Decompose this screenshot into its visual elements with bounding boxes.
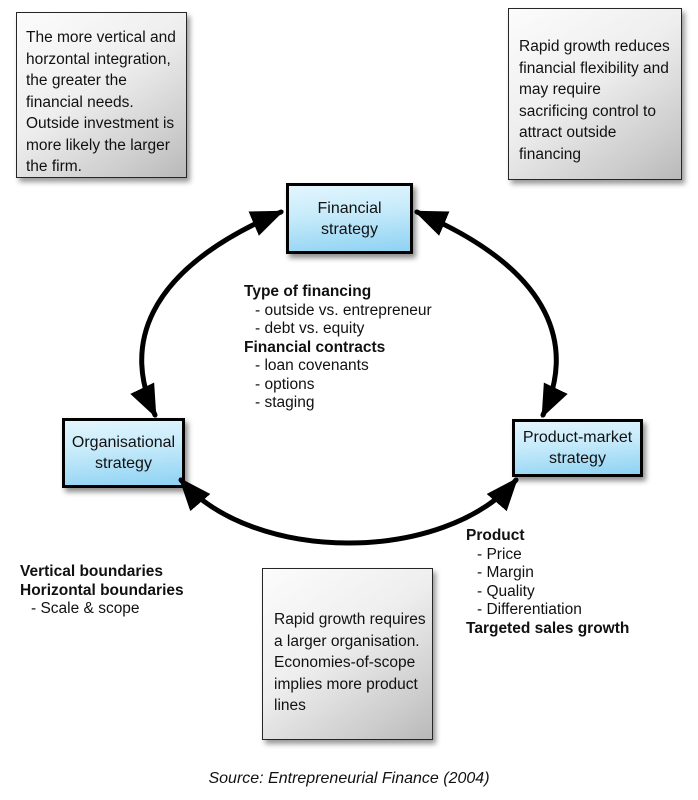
note-line: Vertical boundaries [20, 563, 163, 580]
note-line: - Price [477, 545, 522, 563]
callout-bottom-center: Rapid growth requires a larger organisat… [262, 568, 433, 740]
note-line: - Margin [477, 564, 534, 581]
note-line: Targeted sales growth [466, 619, 630, 637]
product-notes: Product - Price - Margin - Quality - Dif… [466, 527, 629, 638]
product-market-strategy-box: Product-market strategy [512, 419, 643, 477]
note-line: Financial contracts [244, 338, 386, 356]
arrow-financial-product-market [413, 209, 568, 418]
financing-notes: Type of financing - outside vs. entrepre… [244, 283, 432, 413]
note-line: Type of financing [244, 283, 372, 300]
callout-top-right: Rapid growth reduces financial flexibili… [508, 8, 682, 180]
note-line: Horizontal boundaries [20, 581, 184, 599]
note-line: - options [255, 375, 315, 393]
organisational-strategy-box: Organisational strategy [62, 418, 185, 488]
note-line: - debt vs. equity [255, 320, 365, 337]
note-line: Product [466, 527, 525, 544]
note-line: - Scale & scope [31, 600, 140, 617]
note-line: - loan covenants [255, 357, 369, 374]
note-line: - Differentiation [477, 601, 582, 618]
callout-top-left: The more vertical and horzontal integrat… [16, 12, 187, 178]
note-line: - staging [255, 394, 315, 411]
note-line: - outside vs. entrepreneur [255, 301, 432, 319]
organisation-notes: Vertical boundaries Horizontal boundarie… [20, 563, 184, 619]
note-line: - Quality [477, 582, 535, 600]
source-caption: Source: Entrepreneurial Finance (2004) [208, 770, 490, 787]
financial-strategy-box: Financial strategy [286, 183, 413, 254]
